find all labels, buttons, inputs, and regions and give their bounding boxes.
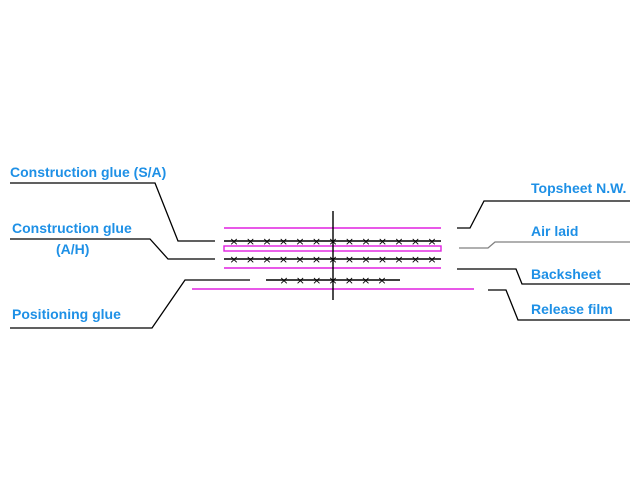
- glue-mark: ×: [394, 253, 403, 266]
- glue-mark: ×: [345, 235, 354, 248]
- glue-mark: ×: [361, 274, 370, 287]
- glue-mark: ×: [262, 235, 271, 248]
- glue-mark: ×: [246, 253, 255, 266]
- glue-mark: ×: [312, 253, 321, 266]
- leader-release-film: [488, 289, 630, 321]
- label-construction-glue-ah-line2: (A/H): [56, 241, 89, 257]
- label-construction-glue-ah-line1: Construction glue: [12, 220, 132, 236]
- glue-mark: ×: [279, 253, 288, 266]
- glue-mark: ×: [246, 235, 255, 248]
- glue-mark: ×: [312, 235, 321, 248]
- label-construction-glue-sa: Construction glue (S/A): [10, 164, 166, 180]
- glue-mark: ×: [427, 253, 436, 266]
- label-air-laid: Air laid: [531, 223, 578, 239]
- glue-mark: ×: [361, 253, 370, 266]
- glue-mark: ×: [394, 235, 403, 248]
- glue-mark: ×: [427, 235, 436, 248]
- glue-mark: ×: [328, 274, 337, 287]
- label-backsheet: Backsheet: [531, 266, 601, 282]
- glue-mark: ×: [361, 235, 370, 248]
- glue-mark: ×: [411, 253, 420, 266]
- glue-mark: ×: [262, 253, 271, 266]
- positioning-glue-marks: × × × × × × ×: [279, 274, 386, 287]
- leader-topsheet: [457, 200, 630, 229]
- label-topsheet: Topsheet N.W.: [531, 180, 626, 196]
- glue-mark: ×: [378, 253, 387, 266]
- glue-mark: ×: [295, 253, 304, 266]
- label-positioning-glue: Positioning glue: [12, 306, 121, 322]
- glue-mark: ×: [328, 235, 337, 248]
- glue-mark: ×: [378, 235, 387, 248]
- glue-mark: ×: [328, 253, 337, 266]
- leader-backsheet: [457, 268, 630, 285]
- glue-mark: ×: [312, 274, 321, 287]
- glue-mark: ×: [279, 274, 288, 287]
- glue-mark: ×: [411, 235, 420, 248]
- construction-glue-ah-marks: × × × × × × × × × × × × ×: [229, 253, 436, 266]
- label-release-film: Release film: [531, 301, 613, 317]
- glue-mark: ×: [345, 274, 354, 287]
- glue-mark: ×: [295, 235, 304, 248]
- glue-mark: ×: [229, 235, 238, 248]
- leader-construction-glue-ah: [10, 238, 215, 260]
- glue-mark: ×: [279, 235, 288, 248]
- leader-air-laid: [459, 241, 630, 249]
- glue-mark: ×: [296, 274, 305, 287]
- glue-mark: ×: [377, 274, 386, 287]
- glue-mark: ×: [229, 253, 238, 266]
- leader-positioning-glue: [10, 279, 250, 329]
- construction-glue-sa-marks: × × × × × × × × × × × × ×: [229, 235, 436, 248]
- glue-mark: ×: [345, 253, 354, 266]
- leader-construction-glue-sa: [10, 182, 215, 242]
